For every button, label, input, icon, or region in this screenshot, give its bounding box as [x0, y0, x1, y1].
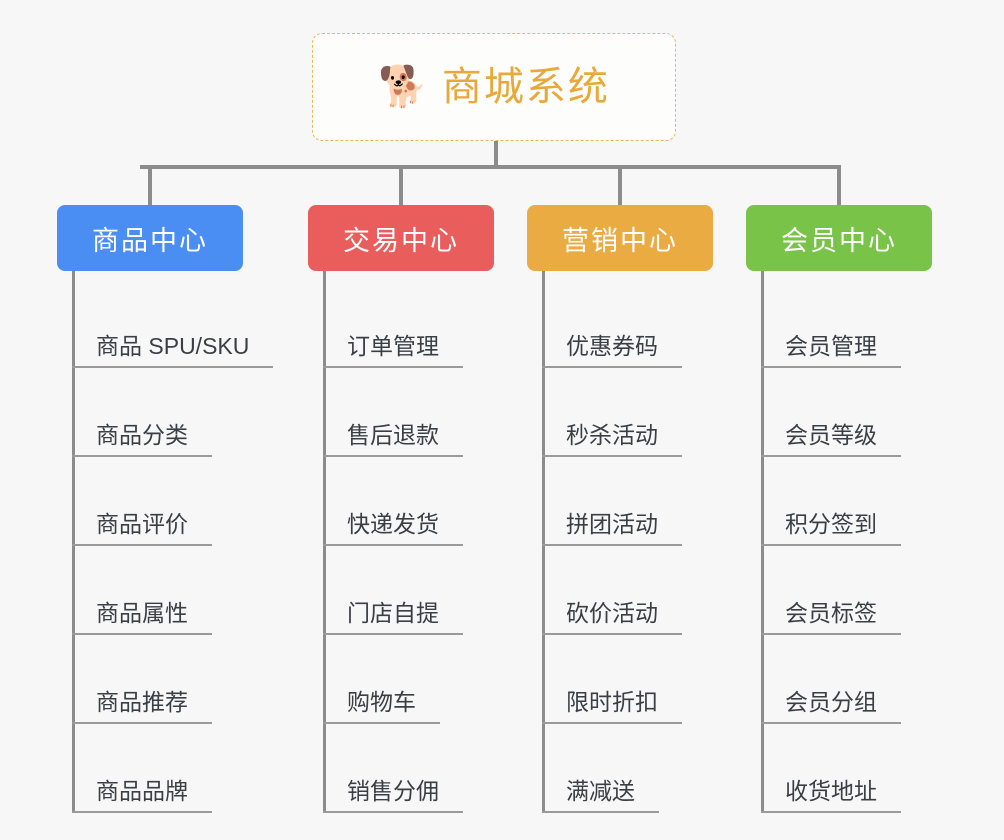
leaf-item-label: 满减送	[542, 778, 659, 813]
root-title: 商城系统	[441, 65, 610, 109]
branch-column: 会员中心会员管理会员等级积分签到会员标签会员分组收货地址	[746, 205, 932, 813]
root-node[interactable]: 🐕 商城系统	[312, 33, 676, 141]
leaf-item-label: 商品 SPU/SKU	[72, 333, 274, 368]
leaf-item-label: 商品推荐	[72, 689, 212, 724]
branch-header-2[interactable]: 交易中心	[308, 205, 494, 271]
leaf-item-label: 购物车	[323, 689, 440, 724]
leaf-list: 会员管理会员等级积分签到会员标签会员分组收货地址	[746, 271, 932, 813]
branch-drop-connector	[399, 165, 403, 205]
branch-spine-connector	[72, 271, 75, 813]
leaf-item[interactable]: 订单管理	[308, 279, 494, 368]
leaf-item[interactable]: 收货地址	[746, 724, 932, 813]
leaf-item-label: 收货地址	[761, 778, 901, 813]
root-stem-connector	[494, 141, 498, 167]
leaf-item[interactable]: 拼团活动	[527, 457, 713, 546]
branch-header-label: 商品中心	[92, 225, 208, 256]
leaf-item[interactable]: 商品评价	[57, 457, 243, 546]
leaf-item[interactable]: 商品品牌	[57, 724, 243, 813]
leaf-list: 商品 SPU/SKU 商品分类商品评价商品属性商品推荐商品品牌	[57, 271, 274, 813]
leaf-item-label: 商品分类	[72, 422, 212, 457]
branch-header-label: 交易中心	[343, 225, 459, 256]
leaf-item-label: 砍价活动	[542, 600, 682, 635]
branch-spine-connector	[323, 271, 326, 813]
leaf-item-label: 会员分组	[761, 689, 901, 724]
branch-column: 商品中心商品 SPU/SKU 商品分类商品评价商品属性商品推荐商品品牌	[57, 205, 274, 813]
branch-header-4[interactable]: 会员中心	[746, 205, 932, 271]
leaf-list: 优惠券码秒杀活动拼团活动砍价活动限时折扣满减送	[527, 271, 713, 813]
leaf-list: 订单管理售后退款快递发货门店自提购物车销售分佣	[308, 271, 494, 813]
leaf-item-label: 销售分佣	[323, 778, 463, 813]
leaf-item[interactable]: 积分签到	[746, 457, 932, 546]
branch-header-label: 会员中心	[781, 225, 897, 256]
leaf-item[interactable]: 售后退款	[308, 368, 494, 457]
leaf-item-label: 秒杀活动	[542, 422, 682, 457]
leaf-item[interactable]: 满减送	[527, 724, 713, 813]
shiba-dog-face-icon: 🐕	[378, 65, 428, 109]
leaf-item-label: 门店自提	[323, 600, 463, 635]
leaf-item[interactable]: 砍价活动	[527, 546, 713, 635]
leaf-item[interactable]: 会员分组	[746, 635, 932, 724]
leaf-item-label: 商品品牌	[72, 778, 212, 813]
leaf-item-label: 订单管理	[323, 333, 463, 368]
leaf-item[interactable]: 销售分佣	[308, 724, 494, 813]
horizontal-bus-connector	[140, 165, 840, 169]
leaf-item[interactable]: 商品分类	[57, 368, 243, 457]
leaf-item-label: 拼团活动	[542, 511, 682, 546]
leaf-item[interactable]: 购物车	[308, 635, 494, 724]
branch-header-3[interactable]: 营销中心	[527, 205, 713, 271]
leaf-item-label: 优惠券码	[542, 333, 682, 368]
branch-column: 营销中心优惠券码秒杀活动拼团活动砍价活动限时折扣满减送	[527, 205, 713, 813]
leaf-item-label: 积分签到	[761, 511, 901, 546]
leaf-item-label: 商品属性	[72, 600, 212, 635]
branch-spine-connector	[542, 271, 545, 813]
branch-drop-connector	[148, 165, 152, 205]
leaf-item[interactable]: 会员等级	[746, 368, 932, 457]
leaf-item-label: 售后退款	[323, 422, 463, 457]
leaf-item[interactable]: 快递发货	[308, 457, 494, 546]
branch-spine-connector	[761, 271, 764, 813]
branch-drop-connector	[618, 165, 622, 205]
branch-column: 交易中心订单管理售后退款快递发货门店自提购物车销售分佣	[308, 205, 494, 813]
leaf-item-label: 会员管理	[761, 333, 901, 368]
leaf-item[interactable]: 商品推荐	[57, 635, 243, 724]
branch-header-label: 营销中心	[562, 225, 678, 256]
leaf-item[interactable]: 优惠券码	[527, 279, 713, 368]
leaf-item[interactable]: 限时折扣	[527, 635, 713, 724]
leaf-item[interactable]: 门店自提	[308, 546, 494, 635]
leaf-item-label: 会员等级	[761, 422, 901, 457]
leaf-item[interactable]: 商品 SPU/SKU	[57, 279, 274, 368]
leaf-item[interactable]: 商品属性	[57, 546, 243, 635]
leaf-item-label: 商品评价	[72, 511, 212, 546]
leaf-item[interactable]: 会员标签	[746, 546, 932, 635]
branch-drop-connector	[837, 165, 841, 205]
branch-header-1[interactable]: 商品中心	[57, 205, 243, 271]
leaf-item-label: 限时折扣	[542, 689, 682, 724]
leaf-item[interactable]: 会员管理	[746, 279, 932, 368]
leaf-item[interactable]: 秒杀活动	[527, 368, 713, 457]
leaf-item-label: 会员标签	[761, 600, 901, 635]
leaf-item-label: 快递发货	[323, 511, 463, 546]
